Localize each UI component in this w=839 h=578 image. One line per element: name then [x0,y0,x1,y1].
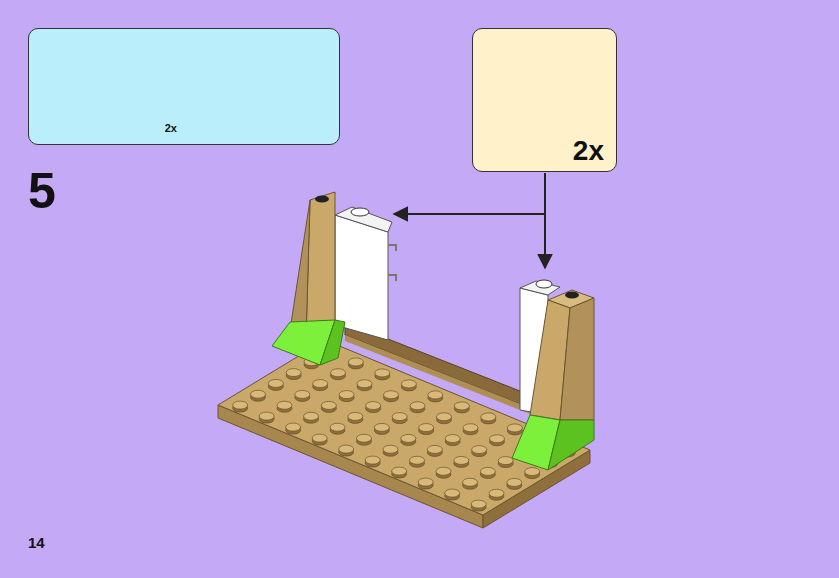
quantity-label: 2x [573,135,604,167]
stud [295,390,310,401]
stud [286,369,301,380]
stud [445,489,460,500]
stud [357,434,372,445]
stud [357,380,372,391]
stud [375,369,390,380]
stud [463,424,478,435]
stud [366,402,381,413]
stud [472,446,487,457]
stud [480,467,495,478]
stud [392,467,407,478]
stud [471,500,486,511]
stud [330,423,345,434]
stud [286,423,301,434]
stud [331,369,346,380]
instruction-arrows [394,173,545,268]
stud [498,457,513,468]
stud [259,412,274,423]
stud [419,424,434,435]
stud [489,489,504,500]
stud [418,478,433,489]
stud [313,380,328,391]
stud [436,467,451,478]
stud [339,445,354,456]
page-number: 14 [28,535,45,550]
right-upright [512,280,594,470]
stud [454,402,469,413]
stud [365,456,380,467]
stud [251,390,266,401]
stud [374,423,389,434]
stud [410,402,425,413]
callout-box: 2x [472,28,617,172]
stud [312,434,327,445]
stud [481,413,496,424]
stud [277,401,292,412]
stud [392,413,407,424]
stud [233,401,248,412]
stud [490,435,505,446]
stud [339,391,354,402]
stud [428,391,443,402]
stud [348,412,363,423]
stud [410,456,425,467]
stud [437,413,452,424]
parts-list-box: 2x [28,28,340,145]
stud [401,380,416,391]
stud [507,478,522,489]
stud [401,434,416,445]
left-upright [272,192,396,365]
stud [445,435,460,446]
stud [507,424,522,435]
quantity-label: 2x [165,122,177,134]
stud [348,358,363,369]
step-number: 5 [28,166,56,216]
stud [304,412,319,423]
stud [384,391,399,402]
stud [268,379,283,390]
stud [383,445,398,456]
stud [525,468,540,479]
stud [454,456,469,467]
stud [321,401,336,412]
stud [427,445,442,456]
stud [463,478,478,489]
